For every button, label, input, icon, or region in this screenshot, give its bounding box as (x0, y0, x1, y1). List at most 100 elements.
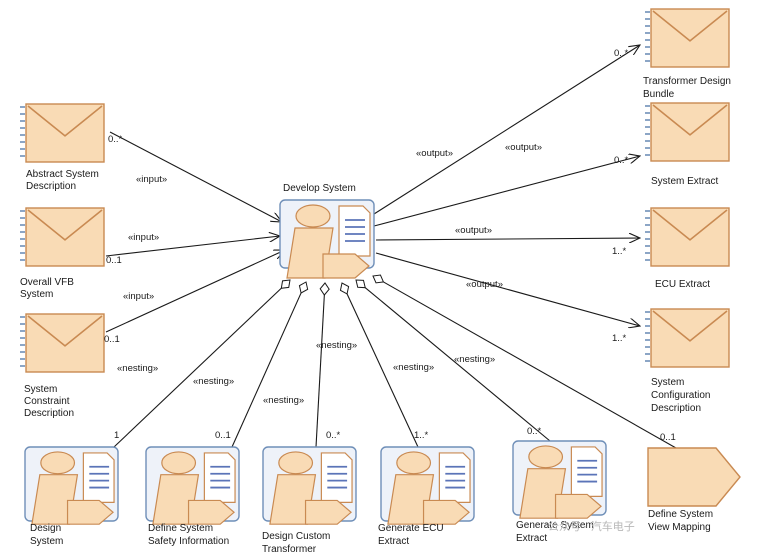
work-product-overall-vfb-system[interactable] (20, 207, 105, 267)
envelope-body (25, 103, 105, 163)
output-edge (373, 45, 640, 215)
output-label: Configuration (651, 390, 710, 401)
work-product-transformer-design-bundle[interactable] (645, 8, 730, 68)
nesting-diamond (339, 282, 350, 295)
input-edge (105, 250, 285, 333)
nested-task-label: Generate ECU (378, 523, 444, 534)
input-multiplicity: 0..1 (106, 255, 122, 266)
input-edge (105, 236, 280, 257)
input-stereotype: «input» (128, 232, 159, 243)
nested-task-label: Extract (516, 533, 547, 544)
input-multiplicity: 0..1 (104, 334, 120, 345)
head-shape (396, 451, 432, 475)
nesting-diamond (372, 274, 385, 284)
output-label: Bundle (643, 89, 675, 100)
output-label: ECU Extract (655, 279, 710, 290)
task-design-system[interactable] (24, 446, 119, 525)
nesting-stereotype: «nesting» (117, 363, 158, 374)
work-product-abstract-system-description[interactable] (20, 103, 105, 163)
output-stereotype: «output» (416, 148, 453, 159)
envelope-flap (652, 209, 728, 241)
document-shape (338, 205, 371, 257)
output-stereotype: «output» (466, 279, 503, 290)
nesting-edge (364, 287, 551, 442)
output-label: Transformer Design (643, 76, 731, 87)
nesting-multiplicity: 1..* (414, 430, 429, 441)
work-product-system-configuration-description[interactable] (645, 308, 730, 368)
nested-task-label: Generate System (516, 520, 594, 531)
envelope-body (25, 313, 105, 373)
work-product-system-constraint-description[interactable] (20, 313, 105, 373)
envelope-body (650, 308, 730, 368)
document-shape (570, 446, 603, 498)
nesting-edge (383, 281, 677, 449)
work-product-system-extract[interactable] (645, 102, 730, 162)
input-label: System (24, 384, 57, 395)
output-multiplicity: 1..* (612, 333, 627, 344)
envelope-body (650, 8, 730, 68)
envelope-flap (652, 104, 728, 136)
pentagon-shape (66, 499, 114, 525)
envelope-body (650, 102, 730, 162)
head-shape (295, 204, 331, 228)
document-shape (82, 452, 115, 504)
input-label: Description (24, 408, 74, 419)
head-shape (161, 451, 197, 475)
nesting-stereotype: «nesting» (454, 354, 495, 365)
pentagon-shape (187, 499, 235, 525)
watermark-text: 公众号 · 汽车电子 (548, 519, 635, 533)
nested-task-label: Extract (378, 536, 409, 547)
pentagon-shape (322, 253, 370, 279)
output-multiplicity: 0..* (614, 155, 629, 166)
output-edge (375, 252, 640, 326)
envelope-flap (27, 105, 103, 137)
task-define-system-safety-information[interactable] (145, 446, 240, 525)
nesting-diamond (355, 279, 366, 289)
output-label: System (651, 377, 684, 388)
output-stereotype: «output» (455, 225, 492, 236)
nested-task-label: Define System (648, 509, 713, 520)
nesting-multiplicity: 0..1 (660, 432, 676, 443)
output-edge (375, 238, 640, 240)
nesting-stereotype: «nesting» (193, 376, 234, 387)
work-product-ecu-extract[interactable] (645, 207, 730, 267)
input-label: Abstract System (26, 169, 99, 180)
input-label: Overall VFB (20, 277, 74, 288)
task-design-custom-transformer[interactable] (262, 446, 357, 525)
nesting-stereotype: «nesting» (393, 362, 434, 373)
envelope-flap (652, 310, 728, 342)
input-label: System (20, 289, 53, 300)
pentagon-shape (304, 499, 352, 525)
nesting-multiplicity: 0..* (527, 426, 542, 437)
nesting-edge (231, 292, 302, 448)
main-task-label: Develop System (283, 183, 356, 194)
nesting-stereotype: «nesting» (316, 340, 357, 351)
envelope-flap (27, 315, 103, 347)
output-stereotype: «output» (505, 142, 542, 153)
input-label: Description (26, 181, 76, 192)
task-use-define-system-view-mapping[interactable] (647, 447, 741, 507)
head-shape (40, 451, 76, 475)
task-generate-ecu-extract[interactable] (380, 446, 475, 525)
nesting-edge (346, 293, 419, 448)
labels-layer: 0..*«input»Abstract SystemDescription0..… (20, 48, 731, 555)
nesting-multiplicity: 1 (114, 430, 119, 441)
nesting-multiplicity: 0..1 (215, 430, 231, 441)
task-generate-system-extract[interactable] (512, 440, 607, 519)
document-shape (320, 452, 353, 504)
output-label: Description (651, 403, 701, 414)
output-edge (373, 156, 640, 227)
nesting-diamond (280, 279, 291, 289)
nested-task-label: Safety Information (148, 536, 229, 547)
task-develop-system[interactable] (279, 199, 375, 279)
nodes-layer (20, 8, 741, 525)
pentagon-icon (647, 447, 741, 507)
envelope-flap (27, 209, 103, 241)
input-multiplicity: 0..* (108, 134, 123, 145)
input-edge (109, 131, 282, 222)
pentagon-shape (422, 499, 470, 525)
document-shape (203, 452, 236, 504)
nesting-multiplicity: 0..* (326, 430, 341, 441)
